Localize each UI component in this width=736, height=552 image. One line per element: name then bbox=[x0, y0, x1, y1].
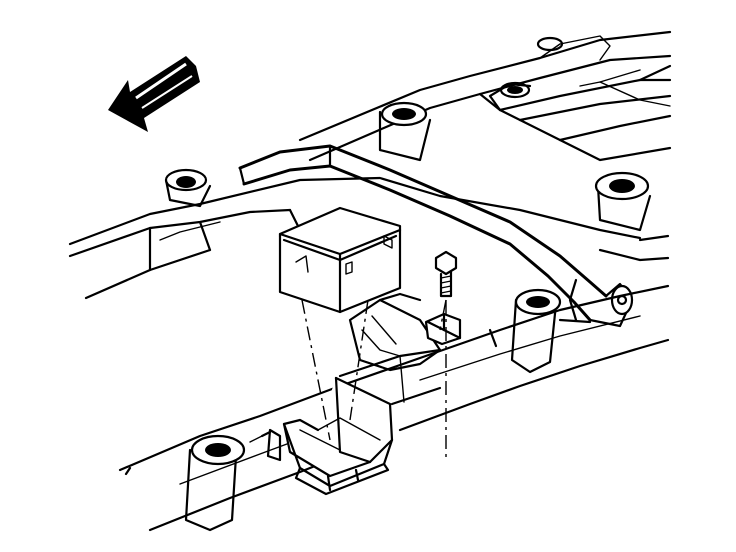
assembly-lines bbox=[301, 299, 447, 460]
rear-crossmember bbox=[298, 30, 672, 162]
frame-rail-left bbox=[68, 176, 642, 300]
mounting-bracket bbox=[424, 312, 462, 346]
frame-rail-near bbox=[118, 234, 670, 532]
upper-crossmember bbox=[238, 144, 634, 328]
bolt bbox=[434, 250, 458, 298]
module-bracket bbox=[260, 376, 394, 496]
direction-arrow-icon bbox=[108, 56, 200, 132]
body-mount-bushings bbox=[164, 36, 652, 532]
frame-rail-details bbox=[124, 328, 498, 476]
control-module bbox=[278, 206, 402, 314]
frame-bracket-center bbox=[348, 292, 442, 372]
